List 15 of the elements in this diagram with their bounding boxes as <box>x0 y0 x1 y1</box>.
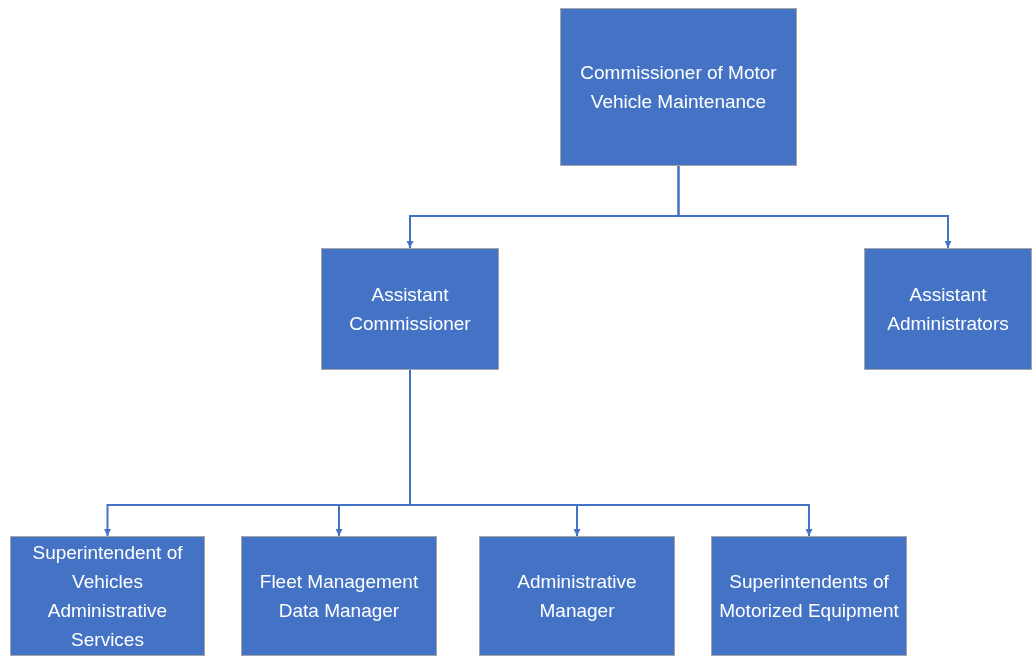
role-title: Commissioner of Motor Vehicle Maintenance <box>579 61 778 114</box>
role-title: Superintendents of Motorized Equipment <box>718 570 900 623</box>
org-box <box>711 536 907 656</box>
connector-arrow <box>677 165 952 249</box>
role-title: Assistant Commissioner <box>348 283 472 336</box>
org-box <box>321 248 499 370</box>
role-title: Superintendent of Vehicles Administrative Services <box>31 541 184 652</box>
org-box <box>241 536 437 656</box>
role-title: Assistant Administrators <box>886 283 1010 336</box>
org-box <box>864 248 1032 370</box>
org-box <box>479 536 675 656</box>
org-box <box>560 8 797 166</box>
role-title: Fleet Management Data Manager <box>258 570 420 623</box>
org-box <box>10 536 205 656</box>
role-title: Administrative Manager <box>516 570 638 623</box>
